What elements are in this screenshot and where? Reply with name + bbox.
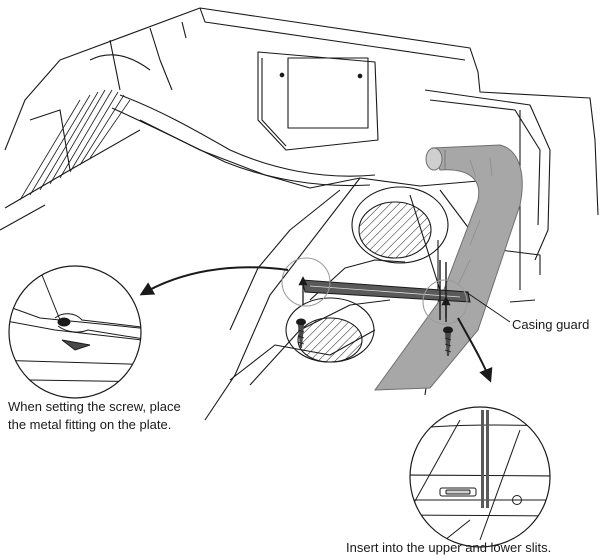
screw-icon	[296, 318, 306, 348]
front-grille	[19, 89, 131, 201]
detail-view-slits	[409, 406, 551, 548]
unit-housing	[0, 7, 599, 421]
flexible-duct	[373, 144, 523, 391]
slits-note: Insert into the upper and lower slits.	[346, 540, 552, 555]
arrow-icon	[298, 276, 451, 318]
callout-arrow-right	[457, 317, 493, 383]
detail-view-screw	[8, 265, 142, 399]
screw-note-line1: When setting the screw, place	[8, 399, 181, 414]
casing-guard-leader	[465, 291, 511, 323]
detail-circle-left	[281, 257, 331, 307]
screw-note-line2: the metal fitting on the plate.	[8, 417, 172, 432]
screw-icon	[443, 326, 453, 356]
callout-arrow-left	[139, 266, 289, 296]
casing-guard-bar	[301, 260, 471, 322]
detail-circle-right	[422, 279, 468, 325]
casing-guard-label: Casing guard	[512, 317, 590, 332]
